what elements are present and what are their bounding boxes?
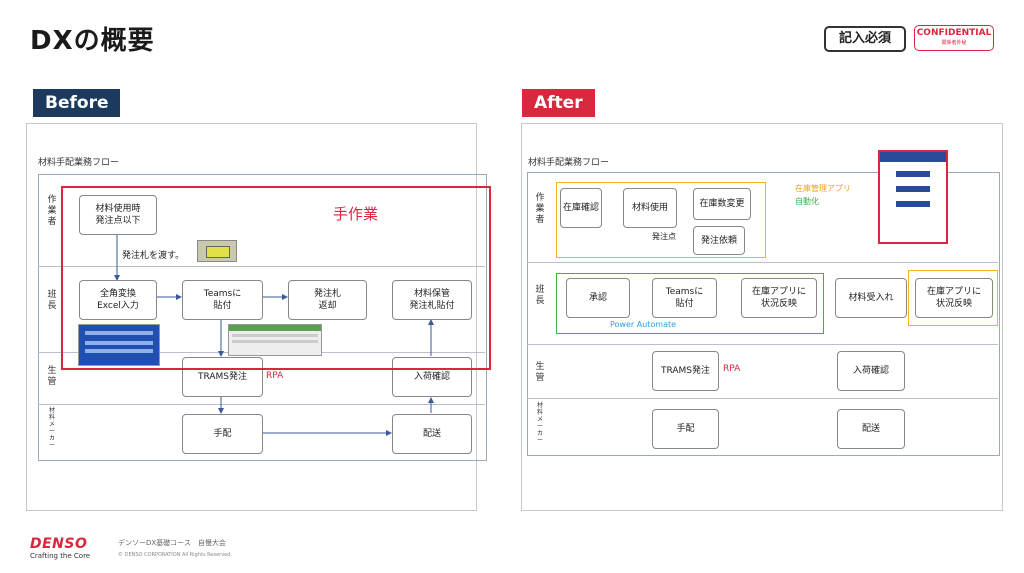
after-rpa-label: RPA bbox=[723, 364, 741, 374]
after-box-material-use: 材料使用 bbox=[623, 188, 677, 228]
before-lane-label-production: 生管 bbox=[47, 366, 57, 387]
required-badge: 記入必須 bbox=[824, 26, 906, 52]
after-tag: After bbox=[522, 89, 595, 117]
before-box-return: 発注札 返却 bbox=[288, 280, 367, 320]
after-lane-divider bbox=[527, 398, 998, 399]
before-handover-note: 発注札を渡す。 bbox=[122, 251, 185, 261]
after-box-arrange: 手配 bbox=[652, 409, 719, 449]
order-tag-photo bbox=[197, 240, 237, 262]
after-box-teams: Teamsに 貼付 bbox=[652, 278, 717, 318]
before-box-excel: 全角変換 Excel入力 bbox=[79, 280, 157, 320]
teams-screenshot-thumbnail bbox=[228, 324, 322, 356]
before-tag: Before bbox=[33, 89, 121, 117]
power-automate-label: Power Automate bbox=[610, 320, 677, 329]
manual-work-highlight bbox=[61, 186, 491, 370]
before-box-keep: 材料保管 発注札貼付 bbox=[392, 280, 472, 320]
automation-label: 自動化 bbox=[795, 197, 819, 206]
copyright: © DENSO CORPORATION All Rights Reserved. bbox=[118, 552, 232, 558]
confidential-badge: CONFIDENTIAL 関係者外秘 bbox=[914, 25, 994, 51]
page-title: DXの概要 bbox=[30, 26, 155, 56]
before-rpa-label: RPA bbox=[266, 371, 284, 381]
after-box-receive: 材料受入れ bbox=[835, 278, 907, 318]
auto-region-worker bbox=[556, 182, 766, 258]
before-lane-divider bbox=[38, 404, 485, 405]
before-lane-label-leader: 班長 bbox=[47, 290, 57, 311]
excel-screenshot-thumbnail bbox=[78, 324, 160, 366]
before-box-arrange: 手配 bbox=[182, 414, 263, 454]
after-box-reflect-2-text: 在庫アプリに 状況反映 bbox=[926, 287, 981, 309]
after-box-reflect-1: 在庫アプリに 状況反映 bbox=[741, 278, 817, 318]
stock-app-button bbox=[896, 201, 930, 207]
after-lane-label-maker: 材料メーカー bbox=[536, 402, 543, 444]
denso-tagline: Crafting the Core bbox=[30, 552, 91, 560]
before-box-teams-text: Teamsに 貼付 bbox=[203, 289, 242, 311]
order-point-label: 発注点 bbox=[652, 232, 676, 241]
after-lane-label-production: 生管 bbox=[535, 362, 545, 383]
stock-app-label: 在庫管理アプリ bbox=[795, 184, 851, 193]
after-lane-label-leader: 班長 bbox=[535, 285, 545, 306]
confidential-sub-label: 関係者外秘 bbox=[941, 40, 967, 46]
after-box-approve: 承認 bbox=[566, 278, 630, 318]
after-swimlane bbox=[527, 172, 1000, 456]
after-lane-divider bbox=[527, 344, 998, 345]
after-box-order-request: 発注依頼 bbox=[693, 226, 745, 255]
confidential-label: CONFIDENTIAL bbox=[916, 28, 992, 38]
auto-region-receive bbox=[908, 270, 998, 326]
after-box-stock-change: 在庫数変更 bbox=[693, 188, 751, 220]
before-box-ship: 配送 bbox=[392, 414, 472, 454]
before-box-arrival: 入荷確認 bbox=[392, 357, 472, 397]
before-box-keep-text: 材料保管 発注札貼付 bbox=[409, 289, 455, 311]
before-swimlane bbox=[38, 174, 487, 461]
before-lane-divider bbox=[38, 266, 485, 267]
after-lane-divider bbox=[527, 262, 998, 263]
after-box-stock-check: 在庫確認 bbox=[560, 188, 602, 228]
power-automate-region bbox=[556, 273, 824, 334]
stock-app-button bbox=[896, 171, 930, 177]
before-box-material-use-text: 材料使用時 発注点以下 bbox=[95, 204, 141, 226]
stock-app-mockup bbox=[878, 150, 948, 244]
before-box-teams: Teamsに 貼付 bbox=[182, 280, 263, 320]
after-box-ship: 配送 bbox=[837, 409, 905, 449]
before-box-return-text: 発注札 返却 bbox=[313, 289, 341, 311]
after-box-teams-text: Teamsに 貼付 bbox=[665, 287, 704, 309]
after-box-reflect-1-text: 在庫アプリに 状況反映 bbox=[751, 287, 806, 309]
after-box-reflect-2: 在庫アプリに 状況反映 bbox=[915, 278, 993, 318]
after-lane-label-worker: 作業者 bbox=[535, 193, 545, 225]
stock-app-button bbox=[896, 186, 930, 192]
after-box-trams: TRAMS発注 bbox=[652, 351, 719, 391]
denso-logo: DENSO bbox=[30, 536, 88, 552]
after-flow-title: 材料手配業務フロー bbox=[528, 158, 610, 168]
before-box-material-use: 材料使用時 発注点以下 bbox=[79, 195, 157, 235]
manual-work-label: 手作業 bbox=[333, 205, 379, 223]
course-name: デンソーDX基礎コース 自慢大会 bbox=[118, 539, 226, 547]
before-flow-title: 材料手配業務フロー bbox=[38, 158, 120, 168]
before-box-excel-text: 全角変換 Excel入力 bbox=[97, 289, 139, 311]
after-box-arrival: 入荷確認 bbox=[837, 351, 905, 391]
before-box-trams: TRAMS発注 bbox=[182, 357, 263, 397]
before-lane-label-maker: 材料メーカー bbox=[48, 407, 55, 449]
before-lane-label-worker: 作業者 bbox=[47, 195, 57, 227]
stock-app-header bbox=[880, 152, 946, 162]
